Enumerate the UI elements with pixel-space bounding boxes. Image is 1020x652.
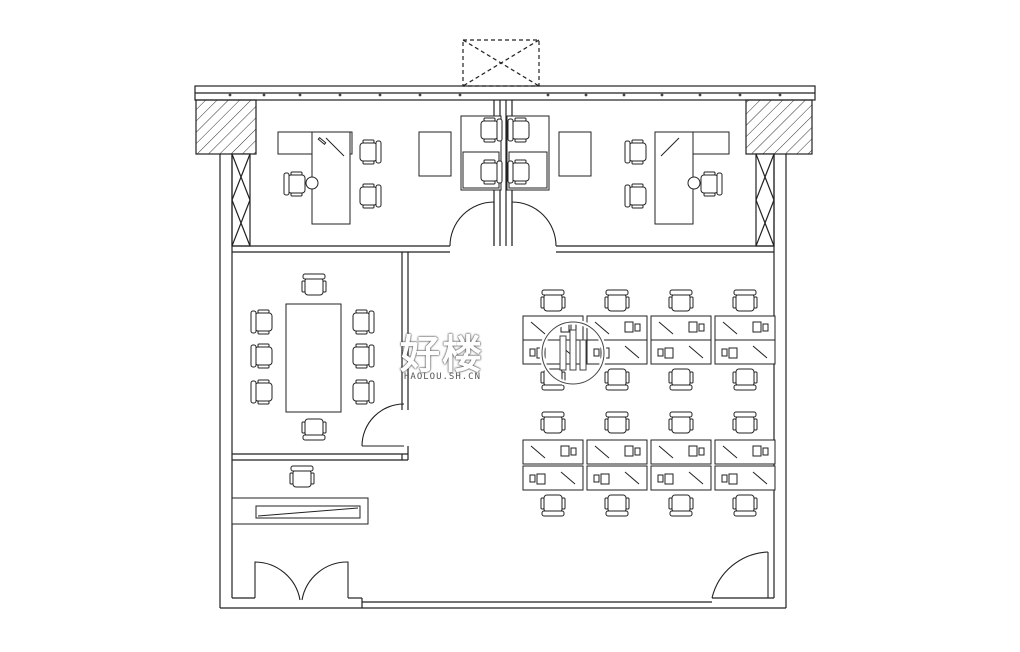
lounge-sofas bbox=[418, 115, 592, 191]
door-swings bbox=[254, 201, 769, 601]
workstation-cluster-upper bbox=[522, 289, 776, 391]
window-mullions bbox=[228, 93, 782, 97]
exterior-walls bbox=[194, 39, 816, 609]
workstation-cluster-lower bbox=[522, 411, 776, 517]
reception-desk bbox=[231, 465, 369, 525]
meeting-room bbox=[250, 273, 375, 441]
left-private-office bbox=[277, 131, 382, 225]
right-private-office bbox=[624, 131, 730, 225]
